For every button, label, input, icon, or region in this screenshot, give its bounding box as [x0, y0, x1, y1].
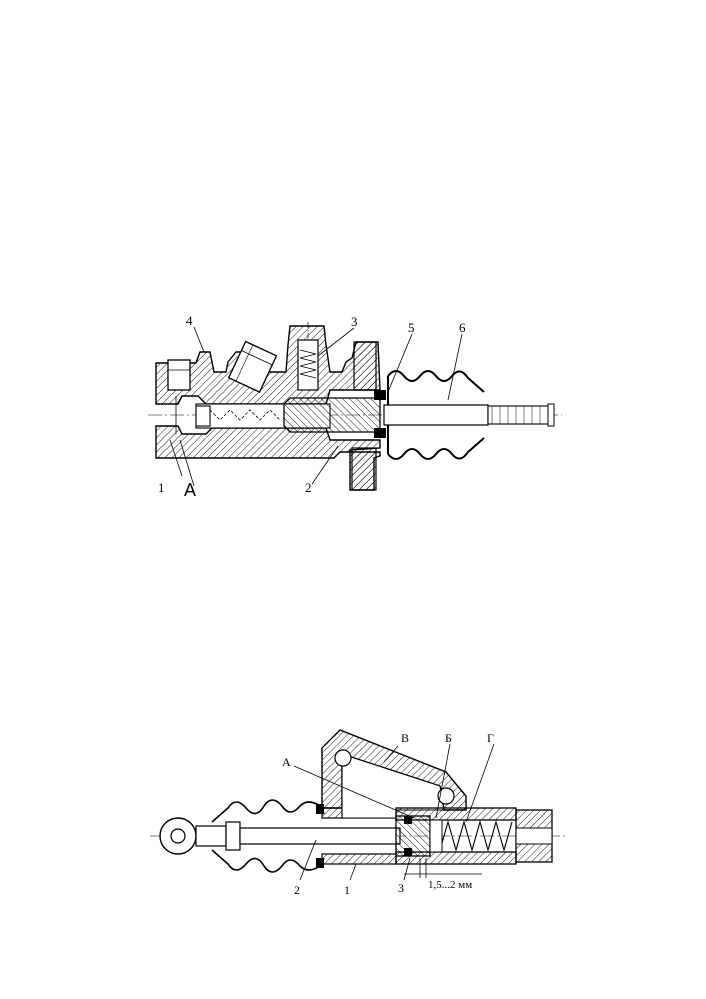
- bottom-cylinder-wall-lower: [321, 853, 397, 865]
- bottom-cylinder-drawing: В Б Г А 2 1 3 1,5...2 мм: [150, 729, 566, 897]
- bottom-outlet-housing-upper: [395, 807, 517, 821]
- bottom-mount-hole-2: [437, 787, 455, 805]
- bottom-label-B: В: [401, 731, 409, 745]
- top-inlet-fitting: [167, 359, 191, 391]
- top-seal-lower: [374, 428, 386, 438]
- bottom-leaders: [293, 743, 495, 881]
- bottom-push-rod: [239, 827, 401, 845]
- top-boot-lower: [387, 437, 485, 460]
- top-label-2: 2: [305, 480, 312, 495]
- top-spring: [209, 409, 281, 421]
- top-boot-upper: [387, 370, 485, 393]
- top-seal-upper: [374, 390, 386, 400]
- top-housing-lower: [155, 425, 381, 491]
- bottom-boot-lower: [211, 849, 325, 873]
- bottom-return-spring: [431, 819, 513, 853]
- top-angled-fitting: [227, 340, 278, 393]
- top-valve-body: [297, 339, 319, 391]
- bottom-piston: [395, 815, 431, 857]
- top-flange: [353, 341, 377, 391]
- bottom-label-gap: 1,5...2 мм: [428, 879, 472, 891]
- top-label-A: А: [184, 480, 196, 500]
- top-label-6: 6: [459, 320, 466, 335]
- top-label-4: 4: [186, 313, 193, 328]
- bottom-rod-nut: [225, 821, 241, 851]
- bottom-label-G: Г: [487, 731, 494, 745]
- top-leaders: [169, 326, 463, 487]
- bottom-boot-upper: [211, 799, 325, 823]
- top-label-5: 5: [408, 320, 415, 335]
- bottom-gap-dimension: [404, 858, 482, 878]
- top-piston: [283, 397, 381, 433]
- bottom-label-3: 3: [398, 881, 404, 895]
- bottom-label-Be: Б: [445, 731, 452, 745]
- bottom-eye-neck: [195, 825, 227, 847]
- bottom-label-1: 1: [344, 883, 350, 897]
- bottom-mount-hole-1: [334, 749, 352, 767]
- top-label-3: 3: [351, 314, 358, 329]
- top-flange-lower: [351, 447, 377, 491]
- top-push-rod: [383, 404, 489, 426]
- top-cylinder-drawing: 4 3 5 6 1 А 2: [148, 313, 562, 500]
- top-push-rod-thread: [487, 405, 553, 425]
- top-valve-cup: [195, 405, 211, 427]
- bottom-label-2: 2: [294, 883, 300, 897]
- bottom-outlet-housing-lower: [395, 851, 517, 865]
- top-label-1: 1: [158, 480, 165, 495]
- bottom-label-A: А: [282, 755, 291, 769]
